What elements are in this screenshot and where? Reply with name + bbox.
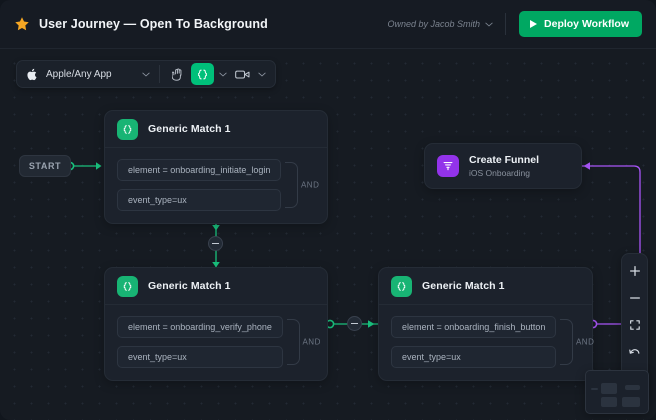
funnel-texts: Create Funnel iOS Onboarding: [469, 154, 539, 178]
operator-group: AND: [285, 159, 319, 211]
tool-group: [160, 63, 275, 85]
minimap[interactable]: [585, 370, 649, 414]
canvas-toolbar: Apple/Any App: [16, 60, 276, 88]
code-tool-chevron[interactable]: [216, 64, 229, 85]
code-braces-icon: [198, 69, 207, 79]
operator-group: AND: [286, 316, 321, 368]
node-title: Generic Match 1: [148, 123, 231, 135]
code-match-tool-button[interactable]: [191, 63, 214, 85]
minimap-node: [601, 397, 617, 407]
node-body: element = onboarding_verify_phone event_…: [105, 305, 327, 380]
condition-list: element = onboarding_initiate_login even…: [117, 159, 282, 211]
play-icon: [530, 20, 538, 28]
minus-icon: [212, 242, 219, 245]
workflow-canvas[interactable]: Apple/Any App: [0, 49, 656, 420]
minus-icon: [629, 296, 640, 299]
app-select-label: Apple/Any App: [46, 68, 112, 80]
video-tool-button[interactable]: [231, 64, 253, 85]
node-title: Generic Match 1: [148, 280, 231, 292]
toolbar-divider: [159, 65, 160, 83]
chevron-down-icon: [142, 72, 150, 77]
undo-button[interactable]: [624, 341, 645, 362]
operator-label[interactable]: AND: [300, 180, 320, 190]
zoom-out-button[interactable]: [624, 287, 645, 308]
start-label: START: [28, 161, 62, 171]
funnel-subtitle: iOS Onboarding: [469, 168, 530, 178]
hand-tool-button[interactable]: [167, 64, 189, 85]
condition-pill[interactable]: element = onboarding_initiate_login: [117, 159, 282, 181]
fit-to-screen-button[interactable]: [624, 314, 645, 335]
node-generic-match-1[interactable]: Generic Match 1 element = onboarding_ini…: [104, 110, 328, 224]
condition-pill[interactable]: element = onboarding_verify_phone: [117, 316, 283, 338]
condition-pill[interactable]: event_type=ux: [117, 189, 282, 211]
chevron-down-icon: [218, 72, 227, 77]
chevron-down-icon: [257, 72, 266, 77]
chevron-down-icon: [485, 22, 493, 27]
start-node[interactable]: START: [19, 155, 71, 177]
operator-bracket: [286, 319, 300, 365]
condition-pill[interactable]: element = onboarding_finish_button: [391, 316, 557, 338]
minus-icon: [351, 322, 358, 325]
minimap-node: [601, 383, 617, 394]
condition-list: element = onboarding_verify_phone event_…: [117, 316, 283, 368]
node-create-funnel[interactable]: Create Funnel iOS Onboarding: [424, 143, 582, 189]
code-braces-icon: [391, 275, 412, 297]
app-header: User Journey — Open To Background Owned …: [0, 0, 656, 49]
video-tool-chevron[interactable]: [255, 64, 268, 85]
undo-arrow-icon: [629, 348, 640, 354]
deploy-workflow-button[interactable]: Deploy Workflow: [519, 11, 642, 37]
node-generic-match-3[interactable]: Generic Match 1 element = onboarding_fin…: [378, 267, 594, 381]
edge-remove-button-vertical[interactable]: [208, 236, 223, 251]
plus-icon: [629, 265, 640, 276]
funnel-icon: [437, 155, 459, 177]
owner-selector[interactable]: Owned by Jacob Smith: [387, 19, 493, 29]
minimap-node: [591, 388, 598, 390]
node-header: Generic Match 1: [105, 268, 327, 305]
header-divider: [505, 13, 507, 35]
node-body: element = onboarding_initiate_login even…: [105, 148, 327, 223]
edge-remove-button-horizontal[interactable]: [347, 316, 362, 331]
minimap-node: [625, 385, 640, 390]
node-title: Generic Match 1: [422, 280, 505, 292]
operator-bracket: [560, 319, 574, 365]
funnel-title: Create Funnel: [469, 154, 540, 166]
star-icon[interactable]: [14, 16, 30, 32]
code-braces-icon: [117, 275, 138, 297]
page-title: User Journey — Open To Background: [39, 17, 268, 31]
condition-list: element = onboarding_finish_button event…: [391, 316, 557, 368]
node-header: Generic Match 1: [379, 268, 592, 305]
operator-bracket: [285, 162, 299, 208]
minimap-node: [622, 397, 640, 407]
app-select-dropdown[interactable]: Apple/Any App: [17, 61, 159, 87]
operator-label[interactable]: AND: [575, 337, 595, 347]
condition-pill[interactable]: event_type=ux: [391, 346, 557, 368]
zoom-in-button[interactable]: [624, 260, 645, 281]
node-generic-match-2[interactable]: Generic Match 1 element = onboarding_ver…: [104, 267, 328, 381]
deploy-label: Deploy Workflow: [544, 18, 629, 30]
expand-icon: [629, 319, 640, 330]
node-header: Generic Match 1: [105, 111, 327, 148]
video-camera-icon: [234, 70, 249, 78]
header-actions: Owned by Jacob Smith Deploy Workflow: [387, 11, 642, 37]
code-braces-icon: [117, 118, 138, 140]
condition-pill[interactable]: event_type=ux: [117, 346, 283, 368]
operator-group: AND: [560, 316, 594, 368]
hand-icon: [172, 67, 182, 81]
owner-label: Owned by Jacob Smith: [387, 19, 481, 29]
operator-label[interactable]: AND: [302, 337, 321, 347]
node-body: element = onboarding_finish_button event…: [379, 305, 594, 380]
apple-icon: [27, 68, 37, 80]
